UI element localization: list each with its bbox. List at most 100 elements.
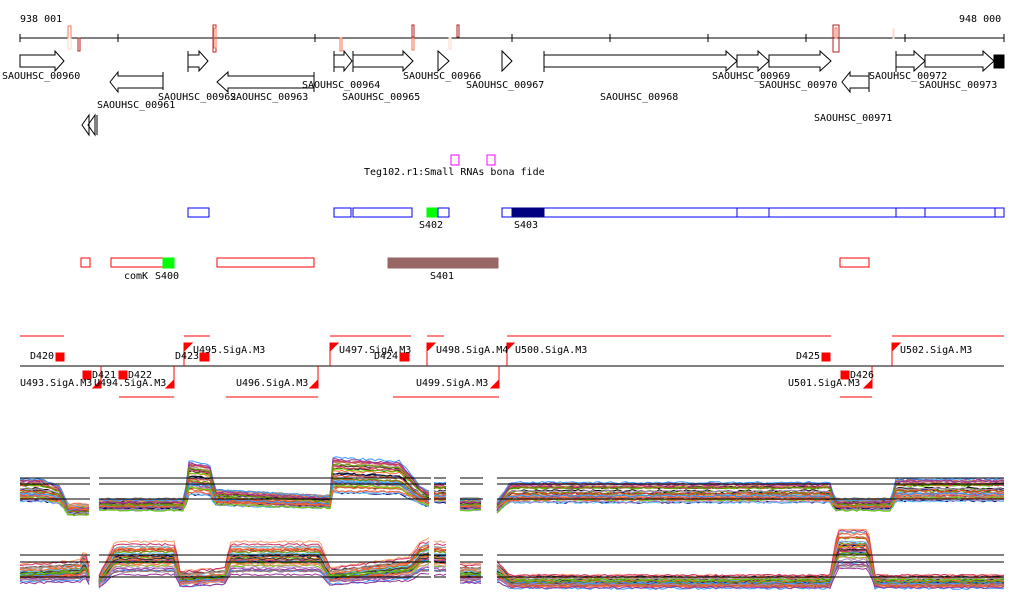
- tss-label[interactable]: U494.SigA.M3: [94, 378, 167, 389]
- segment-label[interactable]: S400: [155, 271, 180, 282]
- tss-label[interactable]: D421: [92, 370, 117, 381]
- segment-label[interactable]: S402: [419, 220, 444, 231]
- tss-label[interactable]: U500.SigA.M3: [515, 345, 588, 356]
- gene-arrow: [841, 70, 870, 94]
- tss-label[interactable]: U493.SigA.M3: [20, 378, 93, 389]
- expression-line: [98, 489, 430, 508]
- segment-label[interactable]: comK: [124, 271, 149, 282]
- expression-line: [98, 465, 430, 504]
- ruler-end: 948 000: [959, 14, 1002, 25]
- expression-line: [433, 564, 447, 567]
- gene-label[interactable]: SAOUHSC_00964: [302, 80, 381, 91]
- expression-line: [496, 498, 1005, 513]
- expression-line: [496, 536, 1005, 580]
- gene-arrow: [736, 49, 770, 73]
- gene-label[interactable]: SAOUHSC_00970: [759, 80, 838, 91]
- tss-label[interactable]: U501.SigA.M3: [788, 378, 861, 389]
- gene-arrow: [19, 49, 65, 73]
- expression-line: [496, 536, 1005, 579]
- segment-label[interactable]: S401: [430, 271, 455, 282]
- tss-label[interactable]: D425: [796, 351, 821, 362]
- expression-line: [19, 555, 90, 568]
- expression-line: [19, 479, 90, 512]
- expression-line: [98, 541, 430, 577]
- expression-line: [460, 508, 482, 512]
- gene-label[interactable]: SAOUHSC_00968: [600, 92, 679, 103]
- expression-line: [459, 581, 482, 585]
- expression-line: [459, 568, 481, 572]
- expression-line: [433, 486, 447, 490]
- expression-line: [433, 492, 447, 495]
- expression-line: [433, 494, 447, 498]
- expression-line: [19, 497, 90, 511]
- tss-label[interactable]: U496.SigA.M3: [236, 378, 309, 389]
- gene-label[interactable]: SAOUHSC_00960: [2, 71, 81, 82]
- expression-line: [459, 498, 482, 502]
- expression-line: [433, 555, 447, 559]
- gene-label[interactable]: SAOUHSC_00971: [814, 113, 893, 124]
- expression-plots: [19, 456, 1005, 590]
- expression-line: [434, 484, 447, 488]
- tss-label[interactable]: U497.SigA.M3: [339, 345, 412, 356]
- expression-line: [459, 562, 482, 565]
- expression-line: [98, 545, 430, 582]
- expression-line: [433, 553, 447, 555]
- tss-label[interactable]: D424: [374, 351, 399, 362]
- tss-label[interactable]: U498.SigA.M4: [436, 345, 509, 356]
- expression-line: [98, 549, 430, 584]
- segment-track-red: [80, 257, 870, 269]
- gene-arrows: [19, 49, 1005, 137]
- gene-arrow: [437, 49, 450, 73]
- expression-line: [19, 492, 90, 512]
- gene-label[interactable]: SAOUHSC_00963: [230, 92, 309, 103]
- ruler-markers: [67, 24, 895, 53]
- tss-label[interactable]: U499.SigA.M3: [416, 378, 489, 389]
- tss-label[interactable]: D422: [128, 370, 153, 381]
- ruler: [19, 34, 1005, 42]
- gene-label[interactable]: SAOUHSC_00967: [466, 80, 545, 91]
- expression-line: [19, 578, 90, 585]
- gene-label[interactable]: SAOUHSC_00961: [97, 100, 176, 111]
- expression-line: [19, 575, 90, 582]
- gene-arrow: [333, 49, 353, 73]
- expression-line: [433, 550, 447, 554]
- tss-label[interactable]: D426: [850, 370, 875, 381]
- tss-label[interactable]: D423: [175, 351, 200, 362]
- expression-line: [98, 569, 430, 584]
- expression-line: [459, 504, 482, 508]
- gene-arrow: [543, 49, 738, 73]
- tss-label[interactable]: U502.SigA.M3: [900, 345, 973, 356]
- expression-line: [459, 573, 482, 577]
- expression-line: [433, 543, 447, 547]
- segment-track-blue: [187, 207, 1005, 218]
- gene-arrow: [501, 49, 513, 73]
- expression-line: [433, 547, 447, 551]
- gene-arrow: [187, 49, 209, 73]
- expression-line: [496, 529, 1005, 577]
- expression-line: [433, 540, 447, 543]
- expression-line: [459, 500, 482, 505]
- expression-line: [496, 489, 1005, 509]
- gene-arrow: [109, 70, 164, 94]
- tss-label[interactable]: D420: [30, 351, 55, 362]
- expression-line: [496, 528, 1005, 577]
- gene-label[interactable]: SAOUHSC_00972: [869, 71, 948, 82]
- expression-line: [496, 477, 1005, 505]
- expression-line: [19, 556, 90, 572]
- small-rna-label[interactable]: Teg102.r1:Small RNAs bona fide: [364, 167, 545, 178]
- gene-label[interactable]: SAOUHSC_00962: [158, 92, 237, 103]
- gene-label[interactable]: SAOUHSC_00969: [712, 71, 791, 82]
- expression-line: [496, 535, 1005, 580]
- gene-label[interactable]: SAOUHSC_00973: [919, 80, 998, 91]
- expression-line: [496, 499, 1005, 512]
- expression-line: [496, 552, 1005, 584]
- expression-line: [459, 563, 482, 567]
- expression-line: [496, 532, 1005, 583]
- gene-label[interactable]: SAOUHSC_00965: [342, 92, 421, 103]
- tss-label[interactable]: U495.SigA.M3: [193, 345, 266, 356]
- expression-line: [98, 458, 430, 505]
- gene-label[interactable]: SAOUHSC_00966: [403, 71, 482, 82]
- expression-line: [19, 572, 90, 581]
- segment-label[interactable]: S403: [514, 220, 539, 231]
